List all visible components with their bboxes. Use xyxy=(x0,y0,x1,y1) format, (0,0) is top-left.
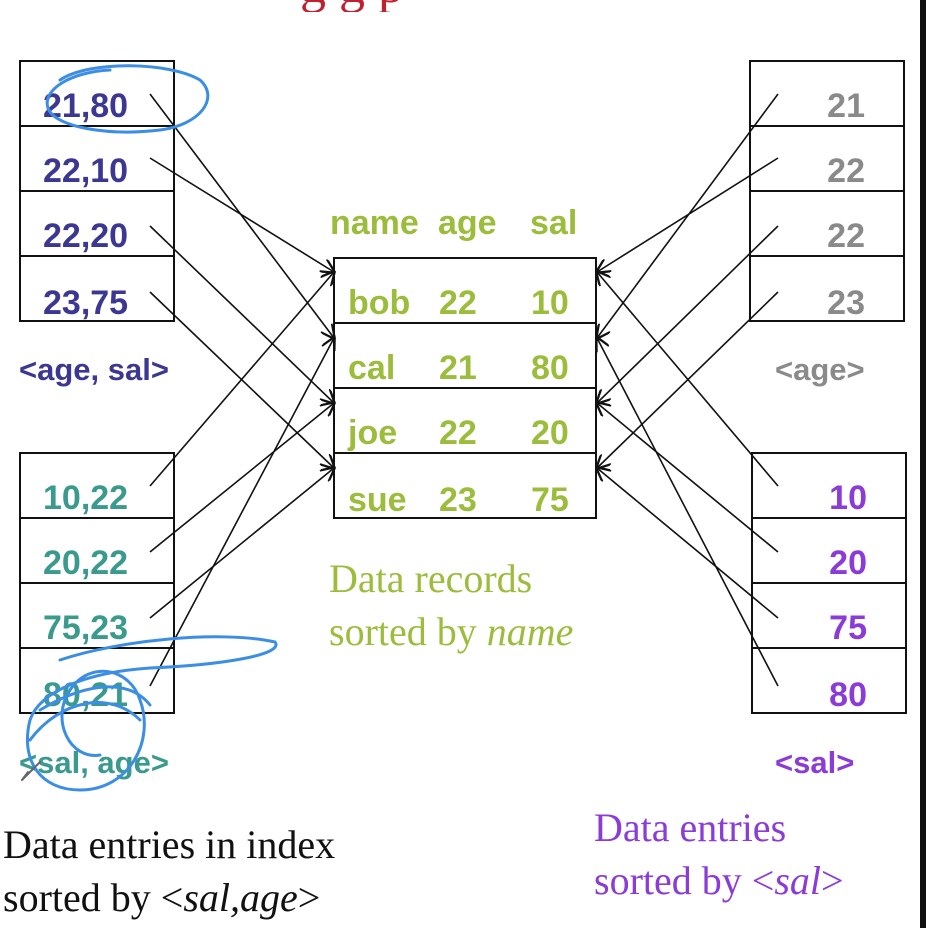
arrow xyxy=(597,225,779,403)
index-entry: 22 xyxy=(751,192,903,257)
right-index-caption: Data entries sorted by <sal> xyxy=(594,805,844,903)
arrow xyxy=(597,403,779,553)
slide-title-fragment: g g p xyxy=(300,0,660,12)
arrow xyxy=(597,338,779,687)
arrow xyxy=(149,272,334,487)
index-entry: 80,21 xyxy=(43,676,129,714)
index-entry: 10,22 xyxy=(21,454,173,519)
index-age-sal-label: <age, sal> xyxy=(19,352,169,387)
index-age-label: <age> xyxy=(775,352,865,387)
record-age: 21 xyxy=(439,349,477,387)
index-entry: 22,10 xyxy=(21,127,173,192)
index-age-box: 21 22 22 23 xyxy=(749,60,905,322)
record-age: 22 xyxy=(439,284,477,322)
arrow xyxy=(149,225,334,403)
record-row: bob 22 10 xyxy=(335,259,595,324)
index-entry: 75 xyxy=(753,584,905,649)
arrow xyxy=(597,93,779,338)
index-entry: 80 xyxy=(829,676,867,714)
index-entry: 10 xyxy=(753,454,905,519)
column-header-name: name xyxy=(330,204,419,242)
record-age: 23 xyxy=(439,481,477,519)
index-entry: 23,75 xyxy=(43,284,129,322)
record-row: cal 21 80 xyxy=(335,324,595,389)
column-header-age: age xyxy=(438,204,497,242)
arrow xyxy=(597,272,779,487)
annotation-circle xyxy=(45,64,210,134)
record-name: bob xyxy=(348,284,411,322)
records-caption: Data records sorted by name xyxy=(329,556,574,654)
index-entry: 23 xyxy=(827,284,865,322)
arrow xyxy=(149,157,334,272)
column-header-sal: sal xyxy=(530,204,578,242)
index-entry: 20,22 xyxy=(21,519,173,584)
record-sal: 10 xyxy=(531,284,569,322)
record-sal: 20 xyxy=(531,414,569,452)
index-sal-box: 10 20 75 80 xyxy=(751,452,907,714)
arrow xyxy=(597,468,779,619)
index-entry: 20 xyxy=(753,519,905,584)
index-sal-label: <sal> xyxy=(775,745,855,780)
index-age-sal-box: 21,80 22,10 22,20 23,75 xyxy=(19,60,175,322)
record-row: sue 23 75 xyxy=(335,454,595,519)
arrow xyxy=(597,157,779,272)
pen-annotations xyxy=(21,64,278,792)
arrow xyxy=(149,93,334,338)
record-sal: 75 xyxy=(531,481,569,519)
data-records-table: bob 22 10 cal 21 80 joe 22 20 sue 23 75 xyxy=(333,257,597,519)
arrow xyxy=(149,403,334,553)
index-entry: 22 xyxy=(751,127,903,192)
record-name: sue xyxy=(348,481,407,519)
index-sal-age-box: 10,22 20,22 75,23 80,21 xyxy=(19,452,175,714)
left-index-caption: Data entries in index sorted by <sal,age… xyxy=(3,822,336,920)
arrow xyxy=(149,468,334,619)
index-entry: 22,20 xyxy=(21,192,173,257)
index-sal-age-label: <sal, age> xyxy=(19,745,169,780)
index-entry: 75,23 xyxy=(21,584,173,649)
record-row: joe 22 20 xyxy=(335,389,595,454)
pen-cursor-icon xyxy=(21,761,41,781)
record-age: 22 xyxy=(439,414,477,452)
record-name: joe xyxy=(348,414,398,452)
record-name: cal xyxy=(348,349,396,387)
index-entry: 21 xyxy=(751,62,903,127)
annotation-scribble xyxy=(25,635,278,792)
window-edge xyxy=(920,0,926,928)
arrow xyxy=(149,338,334,687)
record-sal: 80 xyxy=(531,349,569,387)
